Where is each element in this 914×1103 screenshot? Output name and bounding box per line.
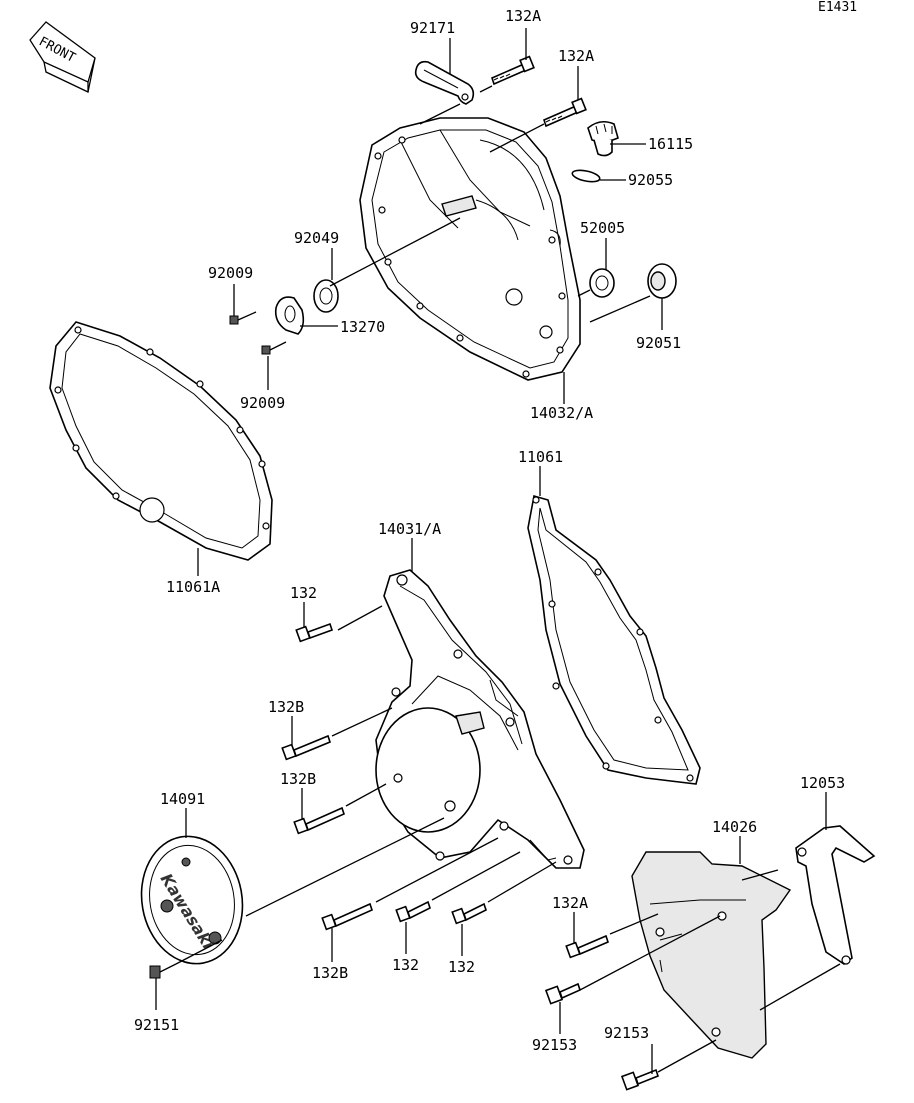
bolt-part-92153-a (544, 982, 581, 1005)
oil-plug-part-16115 (587, 120, 619, 157)
screw-part-92009-b (261, 341, 287, 355)
sprocket-cover-part-14026 (631, 851, 792, 1059)
label-92009-b: 92009 (240, 394, 285, 412)
label-14026: 14026 (712, 818, 757, 836)
label-14032A: 14032/A (530, 404, 593, 422)
label-14091: 14091 (160, 790, 205, 808)
bolt-part-132-b (395, 900, 431, 923)
front-badge-label: FRONT (36, 34, 78, 66)
clutch-cover-part-14032A (359, 117, 581, 381)
label-92153-a: 92153 (532, 1036, 577, 1054)
bracket-part-12053 (795, 825, 876, 965)
label-92151: 92151 (134, 1016, 179, 1034)
screw-part-92151 (149, 963, 177, 979)
bolt-part-132A-top-1 (491, 55, 535, 86)
diagram-code: E1431 (818, 0, 857, 15)
label-132A-top-2: 132A (558, 47, 594, 65)
part-labels: 92171 132A 132A 16115 92055 52005 92049 … (134, 7, 845, 1054)
label-92153-b: 92153 (604, 1024, 649, 1042)
label-16115: 16115 (648, 135, 693, 153)
front-arrow-icon: FRONT (29, 21, 96, 93)
o-ring-part-92055 (571, 169, 601, 183)
label-132-b: 132 (392, 956, 419, 974)
label-13270: 13270 (340, 318, 385, 336)
label-132-c: 132 (448, 958, 475, 976)
bearing-part-52005 (589, 268, 615, 298)
label-132B-b: 132B (280, 770, 316, 788)
bolt-part-132A-bottom (565, 934, 609, 959)
bolt-part-132B-b (293, 806, 345, 835)
bolt-part-132-a (295, 622, 334, 643)
label-12053: 12053 (800, 774, 845, 792)
plate-part-13270 (274, 296, 305, 335)
bolt-part-132B-c (321, 902, 373, 931)
label-92171: 92171 (410, 19, 455, 37)
emblem-cover-part-14091: Kawasaki (140, 835, 244, 965)
label-11061: 11061 (518, 448, 563, 466)
label-132A-bottom: 132A (552, 894, 588, 912)
leader-lines (155, 28, 841, 1074)
label-132-a: 132 (290, 584, 317, 602)
bolt-part-132B-a (281, 734, 331, 761)
bracket-part-92171 (414, 60, 475, 105)
label-132B-c: 132B (312, 964, 348, 982)
label-132B-a: 132B (268, 698, 304, 716)
label-92009-a: 92009 (208, 264, 253, 282)
gasket-part-11061 (527, 494, 701, 785)
label-92055: 92055 (628, 171, 673, 189)
bolt-part-132A-top-2 (543, 97, 587, 128)
gasket-part-11061A (49, 321, 273, 561)
label-92051: 92051 (636, 334, 681, 352)
seal-part-92049 (313, 279, 339, 313)
generator-cover-part-14031A (375, 569, 585, 869)
label-11061A: 11061A (166, 578, 220, 596)
label-14031A: 14031/A (378, 520, 441, 538)
label-92049: 92049 (294, 229, 339, 247)
bolt-part-132-c (451, 902, 487, 925)
seal-part-92051 (647, 263, 677, 299)
label-132A-top-1: 132A (505, 7, 541, 25)
label-52005: 52005 (580, 219, 625, 237)
